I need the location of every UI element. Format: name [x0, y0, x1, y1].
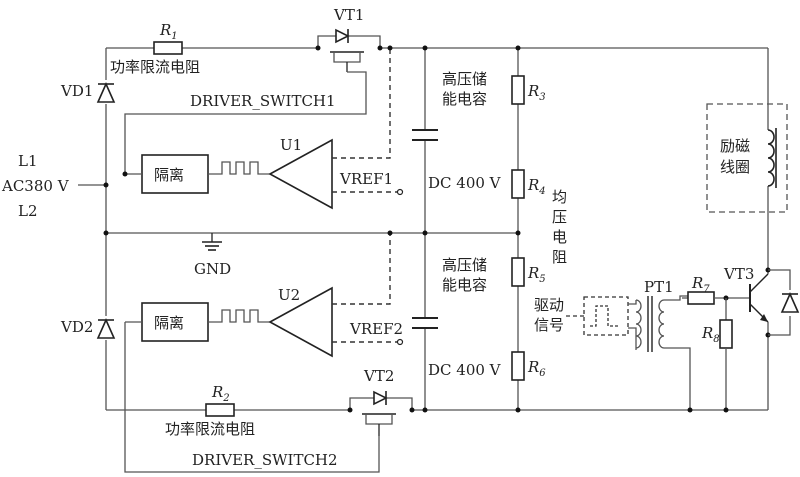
label-vt2: VT2 [363, 367, 394, 385]
resistor-r5 [511, 257, 525, 287]
resistor-r4 [511, 169, 525, 199]
label-iso2: 隔离 [154, 314, 184, 332]
label-r1-desc: 功率限流电阻 [110, 58, 200, 76]
excitation-coil [762, 128, 777, 188]
label-drive-line1: 驱动 [534, 296, 564, 314]
resistor-r8 [719, 319, 733, 349]
driver-switch1-wire [124, 71, 367, 174]
pulse-wave-2 [208, 309, 270, 323]
label-hv1-line1: 高压储 [442, 70, 487, 88]
switch-vt1 [315, 28, 383, 72]
label-vd2: VD2 [60, 318, 93, 336]
label-r8: R8 [701, 324, 720, 345]
capacitor-bottom [412, 317, 438, 329]
label-hv1-line2: 能电容 [442, 90, 487, 108]
label-dc1: DC 400 V [428, 174, 502, 192]
u2-sense-dashed [332, 233, 391, 305]
pt1-primary-bottom [628, 327, 637, 350]
label-gnd: GND [194, 260, 231, 278]
diode-freewheel [780, 290, 800, 316]
label-balance-3: 电 [552, 228, 567, 246]
label-balance-4: 阻 [552, 248, 567, 266]
label-l2: L2 [18, 202, 38, 220]
gnd-symbol [202, 233, 222, 251]
label-vref2: VREF2 [349, 320, 403, 338]
label-vt1: VT1 [333, 6, 364, 24]
label-hv2-line2: 能电容 [442, 276, 487, 294]
resistor-r7 [687, 291, 715, 305]
coil-dashed-box [706, 103, 788, 213]
label-vd1: VD1 [60, 82, 93, 100]
label-r7: R7 [691, 274, 710, 295]
label-r1: R1 [159, 21, 178, 42]
label-vt3: VT3 [723, 265, 754, 283]
comparator-u2 [268, 286, 333, 358]
label-r5: R5 [527, 264, 546, 285]
capacitor-top [412, 129, 438, 141]
drive-signal-source [566, 296, 629, 336]
diode-vd2 [96, 316, 116, 340]
label-coil-line1: 励磁 [720, 137, 750, 155]
label-driver-switch1: DRIVER_SWITCH1 [190, 92, 336, 110]
transformer-pt1 [635, 296, 665, 352]
diode-vd1 [96, 80, 116, 104]
label-u2: U2 [278, 286, 300, 304]
label-pt1: PT1 [644, 278, 674, 296]
label-r4: R4 [527, 176, 546, 197]
label-u1: U1 [280, 136, 302, 154]
label-ac: AC380 V [1, 177, 70, 195]
label-dc2: DC 400 V [428, 361, 502, 379]
resistor-r6 [511, 351, 525, 381]
switch-vt2 [347, 390, 415, 436]
label-iso1: 隔离 [154, 166, 184, 184]
pt1-secondary-bottom [664, 347, 691, 410]
driver-switch2-wire [124, 322, 380, 473]
resistor-r2 [205, 403, 235, 417]
label-l1: L1 [18, 152, 38, 170]
transistor-vt3 [749, 273, 769, 323]
pulse-wave-1 [208, 161, 270, 175]
label-drive-line2: 信号 [534, 316, 564, 334]
label-coil-line2: 线圈 [720, 158, 750, 176]
label-r6: R6 [527, 358, 546, 379]
label-r2: R2 [211, 383, 230, 404]
u1-sense-dashed [332, 48, 391, 159]
label-balance-1: 均 [552, 188, 567, 206]
label-vref1: VREF1 [339, 170, 393, 188]
resistor-r1 [153, 41, 183, 55]
label-hv2-line1: 高压储 [442, 256, 487, 274]
resistor-r3 [511, 75, 525, 105]
pt1-primary-top [628, 300, 637, 305]
label-balance-2: 压 [552, 208, 567, 226]
isolation-box-1 [141, 154, 209, 194]
label-r3: R3 [527, 82, 546, 103]
label-driver-switch2: DRIVER_SWITCH2 [192, 451, 338, 469]
label-r2-desc: 功率限流电阻 [165, 420, 255, 438]
comparator-u1 [268, 138, 333, 210]
